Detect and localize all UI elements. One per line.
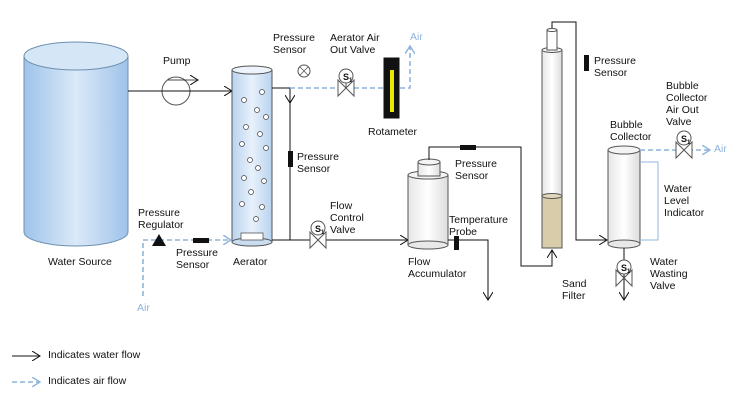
water-wasting-valve: S 1: [615, 259, 633, 288]
svg-text:1: 1: [349, 78, 353, 84]
water-level-indicator-tube: [640, 161, 659, 241]
pressure-sensor-accumulator-label: Pressure Sensor: [455, 158, 498, 182]
svg-text:S: S: [621, 263, 627, 273]
pressure-sensor-filter: [584, 55, 589, 71]
svg-text:1: 1: [321, 230, 325, 236]
pressure-regulator-label: Pressure Regulator: [138, 207, 184, 231]
svg-text:S: S: [343, 72, 349, 82]
bubble-collector-air-out-valve: S 1: [675, 130, 693, 160]
pressure-sensor-accumulator: [460, 145, 476, 150]
svg-text:1: 1: [687, 140, 691, 146]
sand-filter-label: Sand Filter: [562, 278, 587, 302]
legend-water-label: Indicates water flow: [48, 349, 141, 361]
water-wasting-valve-label: Water Wasting Valve: [650, 256, 688, 292]
pressure-sensor-bottom-label: Pressure Sensor: [176, 247, 219, 271]
pressure-sensor-bottom: [193, 238, 209, 243]
bubble-collector-air-out-valve-label: Bubble Collector Air Out Valve: [666, 80, 708, 128]
pressure-sensor-aerator: [288, 151, 293, 167]
sand-filter: [541, 28, 563, 249]
pressure-regulator-symbol: [152, 234, 166, 246]
svg-text:S: S: [681, 134, 687, 144]
bubble-collector: [607, 145, 641, 249]
water-level-indicator-label: Water Level Indicator: [664, 183, 705, 219]
air-top-label: Air: [410, 31, 423, 43]
water-line-filter-collector: [551, 21, 607, 240]
water-line-accumulator-filter: [428, 146, 552, 267]
flow-control-valve-label: Flow Control Valve: [330, 200, 364, 236]
temperature-probe-label: Temperature Probe: [449, 214, 508, 238]
temperature-probe: [454, 236, 459, 250]
flow-accumulator: [407, 158, 449, 250]
water-source-label: Water Source: [48, 256, 112, 268]
rotameter-label: Rotameter: [368, 126, 418, 138]
pressure-sensor-top-label: Pressure Sensor: [273, 32, 316, 56]
svg-text:1: 1: [627, 269, 631, 275]
pressure-sensor-filter-label: Pressure Sensor: [594, 55, 637, 79]
legend-air-label: Indicates air flow: [48, 375, 127, 387]
air-bottom-label: Air: [137, 302, 150, 314]
aerator-air-out-valve-label: Aerator Air Out Valve: [330, 32, 380, 56]
aerator-label: Aerator: [233, 256, 268, 268]
aerator-column: [231, 65, 273, 247]
bubble-collector-label: Bubble Collector: [610, 119, 652, 143]
svg-text:S: S: [315, 224, 321, 234]
aerator-air-out-valve: S 1: [337, 68, 355, 98]
flow-accumulator-label: Flow Accumulator: [408, 256, 467, 280]
aerator-bubbles: [239, 89, 269, 222]
pressure-sensor-aerator-label: Pressure Sensor: [297, 151, 340, 175]
rotameter: [383, 57, 400, 119]
water-source-tank: [23, 41, 129, 247]
air-right-label: Air: [714, 143, 727, 155]
pump-label: Pump: [163, 55, 191, 67]
pressure-gauge-top: [297, 64, 311, 78]
water-line-accumulator-drain: [448, 239, 488, 300]
flow-control-valve: S 1: [309, 220, 327, 250]
